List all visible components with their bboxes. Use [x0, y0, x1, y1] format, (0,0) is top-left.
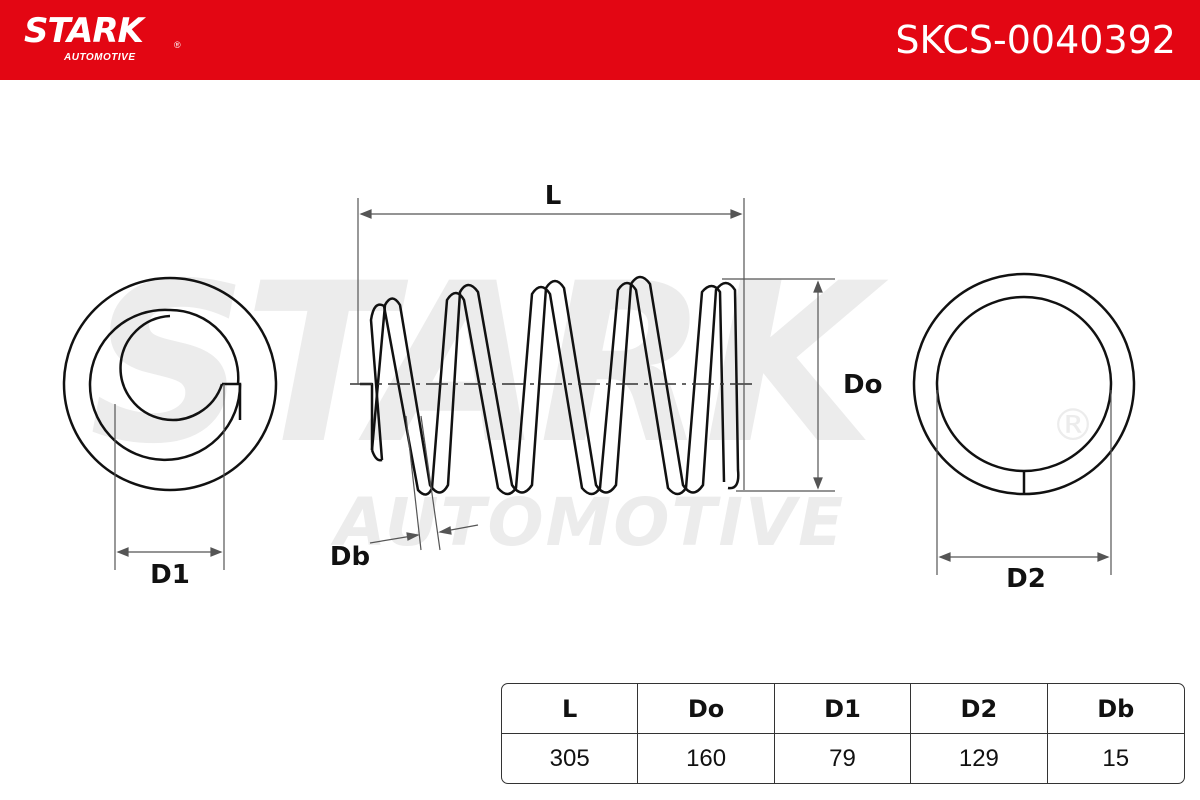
do-dimension — [722, 278, 835, 492]
d1-inner-coil — [88, 308, 242, 462]
logo-registered-mark: ® — [174, 40, 181, 50]
spring-side-view — [360, 275, 740, 496]
d1-coil-tip — [222, 382, 242, 420]
d2-inner-circle — [935, 295, 1113, 473]
d1-dimension — [114, 384, 225, 570]
spec-header-d2: D2 — [911, 684, 1048, 734]
spec-table-value-row: 305 160 79 129 15 — [502, 734, 1184, 783]
spec-header-do: Do — [638, 684, 775, 734]
spring-bottom-end — [370, 449, 383, 462]
spring-dimension-diagram: STARK AUTOMOTIVE ® D1 L — [62, 181, 1136, 594]
do-label: Do — [843, 370, 882, 400]
header-bar: STARK ® AUTOMOTIVE SKCS-0040392 — [0, 0, 1200, 80]
spec-value-db: 15 — [1102, 744, 1130, 772]
spec-value-d2: 129 — [911, 734, 1048, 783]
d1-label: D1 — [150, 560, 190, 590]
l-label: L — [545, 181, 562, 211]
d1-outer-circle — [62, 276, 278, 492]
db-label: Db — [330, 542, 370, 572]
watermark-brand: STARK — [89, 236, 889, 492]
spec-value-d1: 79 — [775, 734, 912, 783]
spring-coil-back — [369, 281, 726, 496]
end-view-d2 — [912, 272, 1136, 496]
part-number: SKCS-0040392 — [895, 18, 1176, 62]
end-view-d1 — [62, 276, 278, 492]
spring-coil-front — [370, 275, 740, 494]
spec-value-do: 160 — [638, 734, 775, 783]
spec-header-d1: D1 — [774, 684, 912, 734]
d2-outer-circle — [912, 272, 1136, 496]
l-dimension — [357, 198, 745, 490]
spec-header-l: L — [502, 684, 639, 734]
db-dimension — [369, 415, 479, 551]
spec-header-db: Db — [1047, 684, 1184, 734]
spec-value-l: 305 — [502, 734, 639, 783]
spec-table: L Do D1 D2 Db 305 160 79 129 15 — [501, 683, 1185, 784]
watermark-subtitle: AUTOMOTIVE — [330, 484, 845, 561]
stark-logo: STARK ® AUTOMOTIVE — [24, 11, 181, 63]
d2-label: D2 — [1006, 564, 1046, 594]
d1-coil-end — [119, 314, 224, 422]
spec-table-header-row: L Do D1 D2 Db — [502, 684, 1184, 734]
logo-wordmark: STARK — [24, 11, 144, 51]
logo-subtitle: AUTOMOTIVE — [64, 52, 136, 63]
d2-dimension — [936, 390, 1112, 575]
